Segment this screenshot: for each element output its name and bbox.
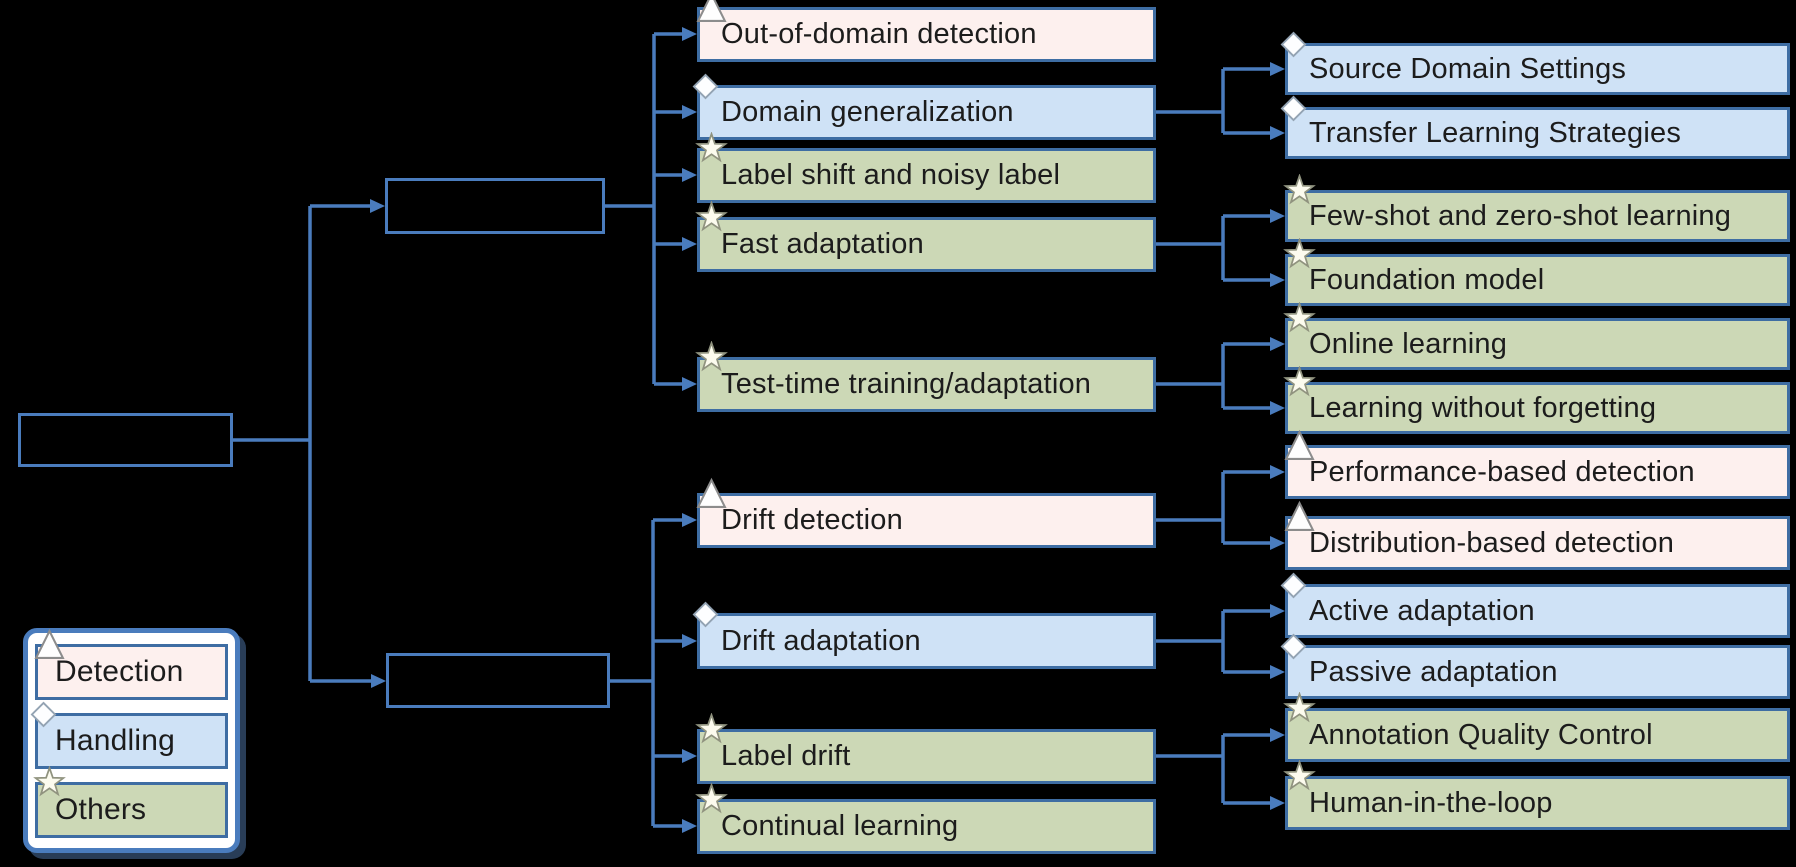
node-label: Transfer Learning Strategies: [1309, 116, 1682, 149]
legend: Detection Handling Others: [23, 628, 240, 853]
node-performance-based-detection: Performance-based detection: [1284, 429, 1790, 499]
node-human-in-the-loop: Human-in-the-loop: [1283, 760, 1790, 830]
node-label: Label shift and noisy label: [721, 159, 1061, 191]
node-drift-detection: Drift detection: [696, 477, 1156, 548]
node-active-adaptation: Active adaptation: [1280, 572, 1790, 638]
legend-item-label: Handling: [55, 724, 176, 757]
node-few-shot-and-zero-shot-learning: Few-shot and zero-shot learning: [1283, 174, 1790, 242]
node-label: Performance-based detection: [1309, 455, 1695, 488]
node-label: Annotation Quality Control: [1309, 718, 1653, 751]
node-distribution-based-detection: Distribution-based detection: [1284, 500, 1790, 570]
node-label: Passive adaptation: [1309, 655, 1558, 688]
node-domain-generalization: Domain generalization: [692, 73, 1156, 140]
node-label: Online learning: [1309, 327, 1508, 360]
legend-item-label: Others: [55, 793, 147, 826]
node-source-domain-settings: Source Domain Settings: [1280, 31, 1790, 95]
node-label: Human-in-the-loop: [1309, 786, 1553, 819]
legend-item-handling: Handling: [30, 701, 228, 769]
node-learning-without-forgetting: Learning without forgetting: [1283, 366, 1790, 434]
node-root: [18, 413, 233, 467]
node-label: Active adaptation: [1309, 594, 1535, 627]
legend-item-others: Others: [33, 766, 228, 838]
node-label: Continual learning: [721, 810, 959, 842]
node-label: Fast adaptation: [721, 228, 924, 260]
node-label-shift-and-noisy-label: Label shift and noisy label: [695, 132, 1156, 203]
node-label-drift: Label drift: [695, 713, 1156, 784]
node-label: Out-of-domain detection: [721, 18, 1037, 50]
node-branch-bottom: [386, 653, 610, 708]
node-label: Label drift: [721, 740, 851, 772]
node-label: Test-time training/adaptation: [721, 368, 1092, 400]
node-transfer-learning-strategies: Transfer Learning Strategies: [1280, 95, 1790, 159]
legend-item-detection: Detection: [34, 628, 228, 700]
node-foundation-model: Foundation model: [1283, 238, 1790, 306]
node-test-time-training-adaptation: Test-time training/adaptation: [695, 341, 1156, 412]
node-online-learning: Online learning: [1283, 302, 1790, 370]
node-passive-adaptation: Passive adaptation: [1280, 633, 1790, 699]
node-label: Foundation model: [1309, 263, 1545, 296]
node-out-of-domain-detection: Out-of-domain detection: [696, 0, 1156, 62]
node-label: Domain generalization: [721, 96, 1014, 128]
node-label: Few-shot and zero-shot learning: [1309, 199, 1732, 232]
legend-item-label: Detection: [55, 655, 184, 688]
node-fast-adaptation: Fast adaptation: [695, 201, 1156, 272]
node-label: Source Domain Settings: [1309, 52, 1627, 85]
node-label: Drift detection: [721, 504, 903, 536]
node-drift-adaptation: Drift adaptation: [692, 601, 1156, 669]
node-label: Learning without forgetting: [1309, 391, 1657, 424]
node-branch-top: [385, 178, 605, 234]
node-continual-learning: Continual learning: [695, 783, 1156, 854]
node-label: Distribution-based detection: [1309, 526, 1675, 559]
node-annotation-quality-control: Annotation Quality Control: [1283, 692, 1790, 762]
node-label: Drift adaptation: [721, 624, 921, 657]
